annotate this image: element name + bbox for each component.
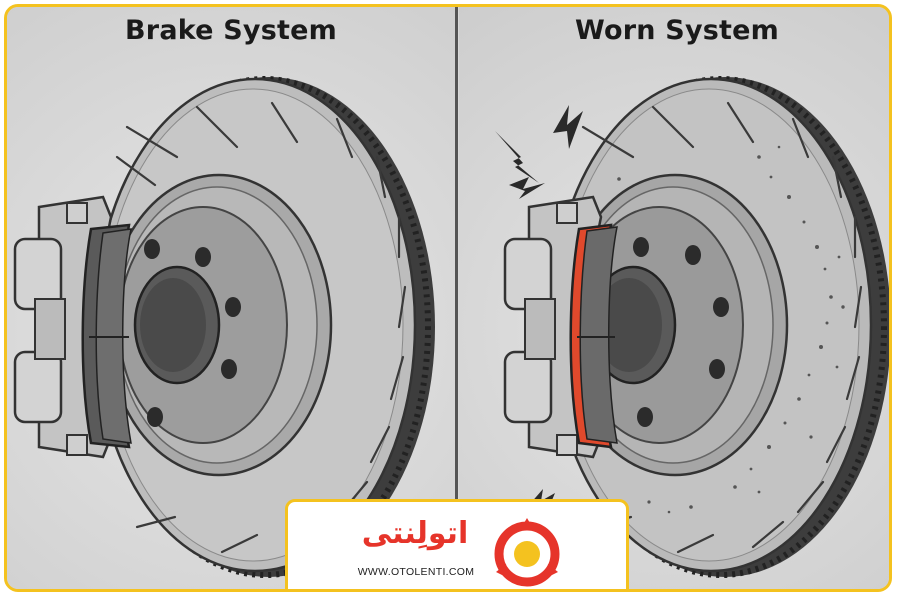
panel-brake-system: Brake System bbox=[7, 7, 455, 589]
brake-disc-illustration-worn bbox=[495, 76, 889, 578]
panel-title-right: Worn System bbox=[575, 15, 779, 46]
brand-url: WWW.OTOLENTI.COM bbox=[357, 566, 475, 578]
panel-worn-system: Worn System bbox=[459, 7, 889, 589]
brand-name: اتولِنتی bbox=[361, 516, 469, 551]
brake-disc-icon bbox=[549, 76, 889, 578]
brake-disc-icon bbox=[93, 76, 435, 578]
panel-title-left: Brake System bbox=[125, 15, 337, 46]
illustration-frame: Brake System bbox=[4, 4, 892, 592]
panel-divider bbox=[455, 7, 458, 589]
brake-pad-icon bbox=[81, 223, 132, 449]
brand-logo-card: اتولِنتی WWW.OTOLENTI.COM bbox=[285, 499, 629, 589]
otolenti-logo-icon bbox=[494, 518, 560, 587]
brake-pad-icon bbox=[569, 223, 618, 449]
brake-disc-illustration-new bbox=[13, 76, 435, 578]
